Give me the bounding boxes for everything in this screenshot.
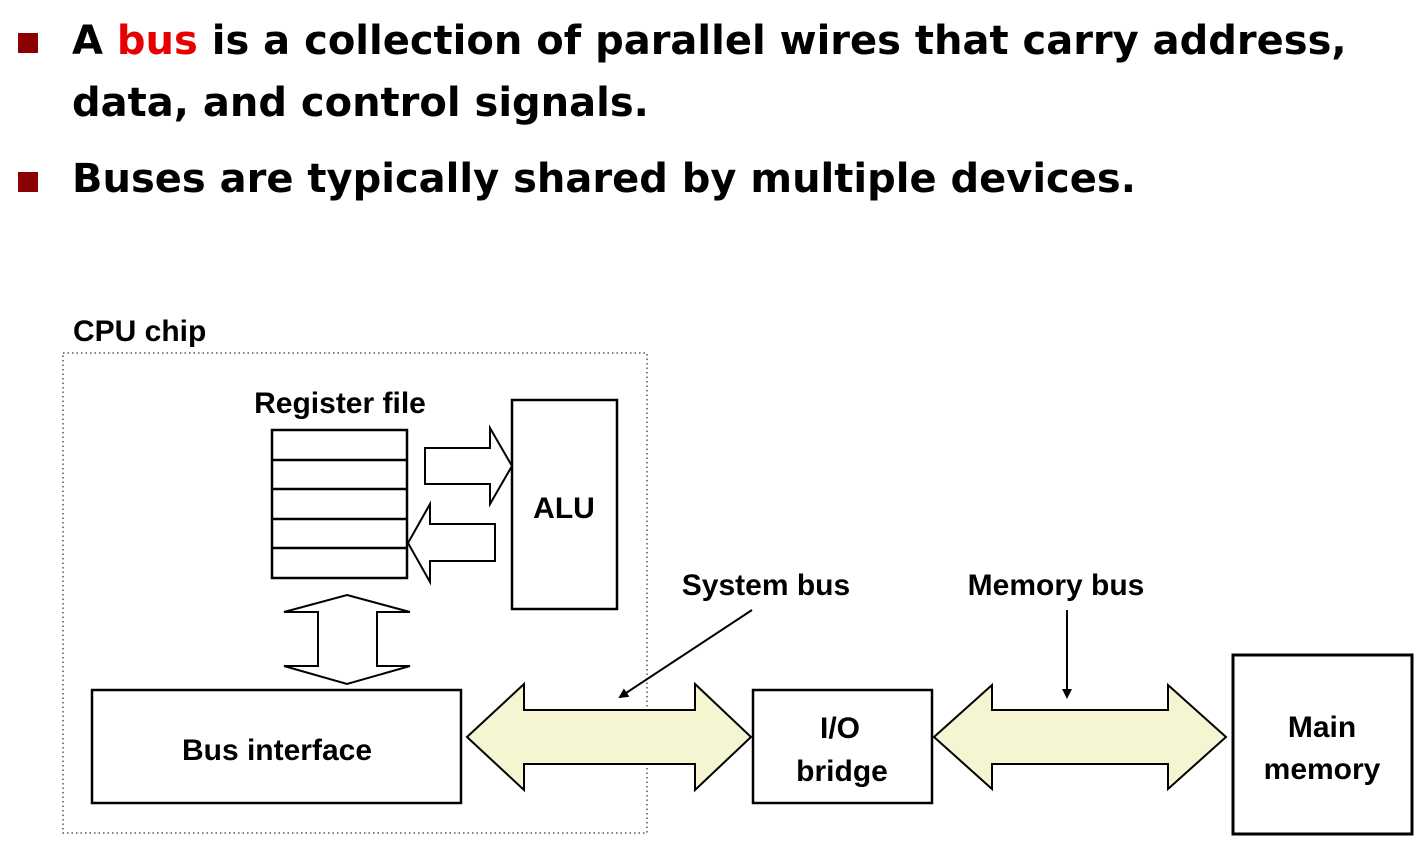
register-to-alu-arrow	[424, 424, 514, 508]
system-bus-pointer	[618, 609, 753, 699]
bullet-1-highlight: bus	[116, 18, 198, 64]
bus-interface-label: Bus interface	[182, 734, 372, 767]
bullet-1-line-2: data, and control signals.	[72, 80, 649, 126]
bullet-2: Buses are typically shared by multiple d…	[72, 156, 1136, 202]
main-memory-label-line-2: memory	[1264, 753, 1381, 786]
register-bus-interface-arrow	[283, 593, 411, 686]
main-memory-label-line-1: Main	[1288, 711, 1356, 744]
cpu-chip-label: CPU chip	[73, 315, 206, 348]
bullet-1-text-before: A	[72, 18, 117, 64]
cpu-chip-boundary	[62, 352, 648, 834]
bus-interface-box	[90, 688, 463, 805]
bullet-1-line-1: A bus is a collection of parallel wires …	[72, 10, 1347, 72]
io-bridge-box	[751, 688, 934, 805]
register-file	[270, 428, 409, 580]
io-bridge-label-line-2: bridge	[796, 755, 888, 788]
system-bus-label: System bus	[682, 569, 850, 602]
alu-to-register-arrow	[406, 500, 496, 586]
bullet-marker-2	[18, 172, 38, 192]
register-file-outline	[270, 428, 409, 580]
alu-box	[510, 398, 619, 611]
memory-bus-arrow	[932, 682, 1228, 792]
memory-bus-label: Memory bus	[968, 569, 1145, 602]
io-bridge-label-line-1: I/O	[820, 712, 860, 745]
bullet-1-text-after: is a collection of parallel wires that c…	[197, 18, 1347, 64]
main-memory-box	[1231, 653, 1414, 836]
alu-label: ALU	[533, 492, 595, 525]
bullet-marker-1	[18, 33, 38, 53]
register-file-label: Register file	[254, 387, 426, 420]
system-bus-arrow	[465, 681, 753, 793]
